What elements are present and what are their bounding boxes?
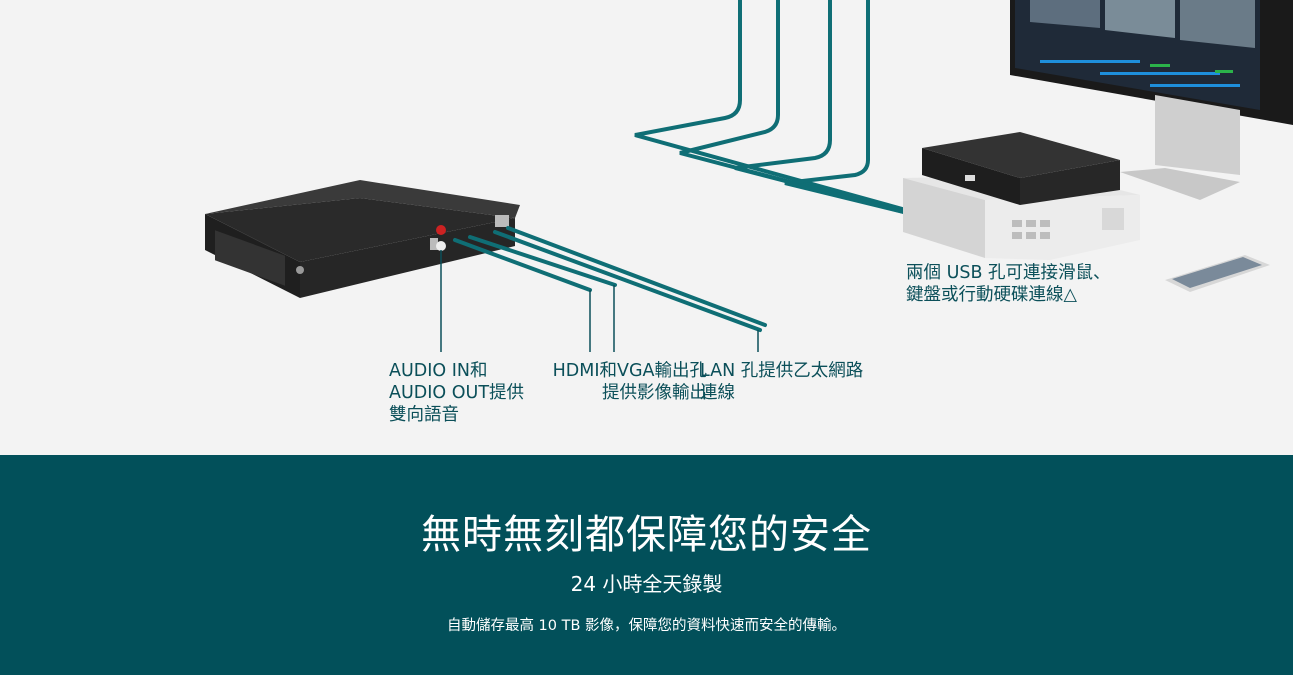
- rear-port-holes-left: [296, 215, 509, 274]
- nvr-device-right: [922, 132, 1120, 205]
- product-illustration: AUDIO IN和 AUDIO OUT提供 雙向語音 HDMI和VGA輸出孔 提…: [205, 0, 1293, 425]
- smartphone: [1165, 255, 1270, 292]
- callout-hdmi-vga: HDMI和VGA輸出孔 提供影像輸出: [552, 361, 707, 403]
- nvr-connection-diagram: [205, 0, 1293, 352]
- nvr-device-left: [205, 180, 520, 298]
- callout-audio: AUDIO IN和 AUDIO OUT提供 雙向語音: [389, 361, 525, 425]
- feature-banner: [0, 455, 1293, 675]
- feature-description: 自動儲存最高 10 TB 影像，保障您的資料快速而安全的傳輸。: [446, 618, 847, 634]
- monitor: [1010, 0, 1293, 200]
- cables-top: [634, 0, 987, 234]
- callout-lines: [440, 250, 759, 352]
- feature-headline: 無時無刻都保障您的安全: [421, 512, 872, 558]
- callout-lan: LAN 孔提供乙太網路 連線: [700, 361, 864, 403]
- feature-subhead: 24 小時全天錄製: [570, 572, 723, 596]
- cables-left: [453, 226, 767, 332]
- callout-usb: 兩個 USB 孔可連接滑鼠、 鍵盤或行動硬碟連線△: [906, 263, 1111, 305]
